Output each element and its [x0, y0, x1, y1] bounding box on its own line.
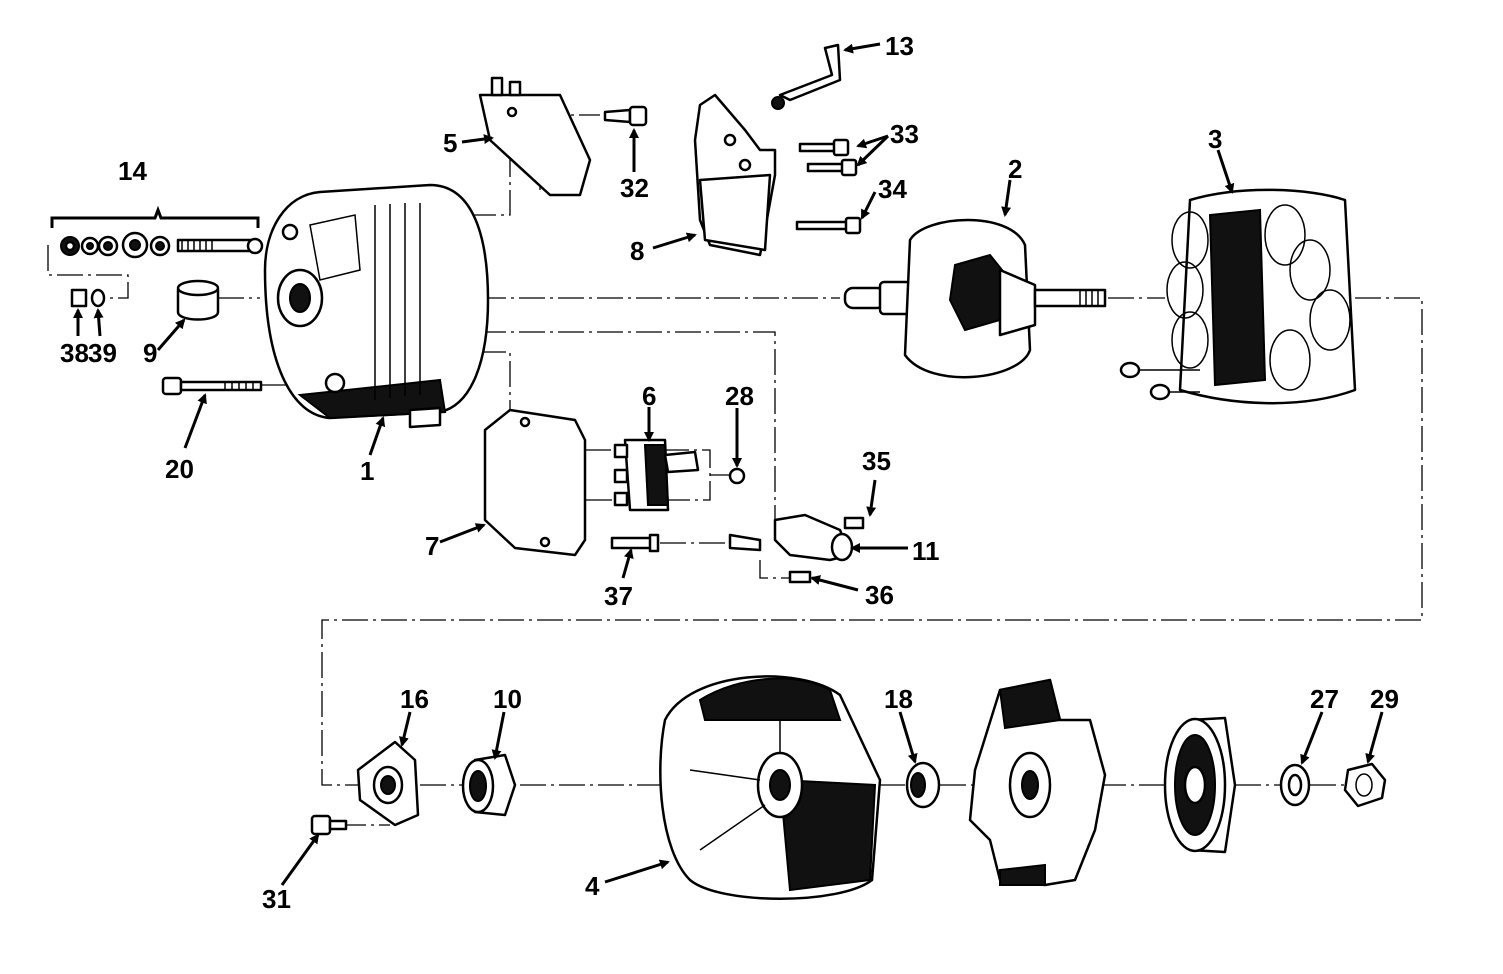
pulley-nut	[1343, 762, 1387, 808]
callout-9: 9	[143, 338, 157, 368]
rectifier-screws	[798, 138, 858, 177]
callout-28: 28	[725, 381, 754, 411]
callout-4: 4	[585, 871, 600, 901]
long-screw	[795, 216, 862, 235]
bearing-cap	[176, 279, 220, 321]
callout-14: 14	[118, 156, 147, 186]
stator-assembly	[1119, 188, 1357, 405]
insulator-plate	[693, 93, 777, 257]
callout-34: 34	[878, 174, 907, 204]
callout-18: 18	[884, 684, 913, 714]
regulator-nut	[728, 467, 746, 485]
leader-lines	[73, 42, 1384, 886]
callout-5: 5	[443, 128, 457, 158]
drive-end-frame	[659, 675, 882, 900]
callout-13: 13	[885, 31, 914, 61]
callout-35: 35	[862, 446, 891, 476]
bearing-retainer-plate	[356, 740, 420, 827]
rotor-assembly	[843, 218, 1107, 379]
terminal-strap	[771, 43, 842, 110]
callout-36: 36	[865, 580, 894, 610]
capacitor-screws	[788, 516, 865, 584]
callout-8: 8	[630, 236, 644, 266]
lock-washer	[1279, 763, 1311, 807]
drive-end-bearing	[461, 753, 517, 817]
callout-2: 2	[1008, 154, 1022, 184]
through-bolt	[161, 376, 263, 396]
retainer-screw	[310, 814, 348, 836]
callout-37: 37	[604, 581, 633, 611]
callout-38: 38	[60, 338, 89, 368]
callout-labels: 13 33 34 5 32 8 2 3 14 9 38 39 20 1 6 28…	[60, 31, 1399, 914]
slip-ring-end-frame	[263, 183, 490, 429]
drive-pulley	[1163, 716, 1237, 854]
callout-29: 29	[1370, 684, 1399, 714]
callout-16: 16	[400, 684, 429, 714]
callout-7: 7	[425, 531, 439, 561]
rectifier-bracket	[478, 76, 592, 197]
callout-6: 6	[642, 381, 656, 411]
terminal-hardware-set	[60, 231, 264, 259]
callout-10: 10	[493, 684, 522, 714]
callout-20: 20	[165, 454, 194, 484]
spacer-collar	[905, 761, 941, 809]
callout-33: 33	[890, 119, 919, 149]
bracket-screw	[603, 105, 648, 127]
rectifier-bridge	[483, 408, 587, 557]
rectifier-stud	[610, 533, 660, 553]
callout-1: 1	[360, 456, 374, 486]
callout-39: 39	[88, 338, 117, 368]
callout-3: 3	[1208, 124, 1222, 154]
regulator-module	[613, 438, 700, 512]
nut-and-washer	[70, 288, 106, 308]
callout-31: 31	[262, 884, 291, 914]
callout-32: 32	[620, 173, 649, 203]
hardware-group-bracket	[50, 205, 260, 228]
capacitor	[728, 513, 854, 562]
callout-27: 27	[1310, 684, 1339, 714]
cooling-fan	[968, 678, 1107, 887]
callout-11: 11	[912, 536, 940, 566]
